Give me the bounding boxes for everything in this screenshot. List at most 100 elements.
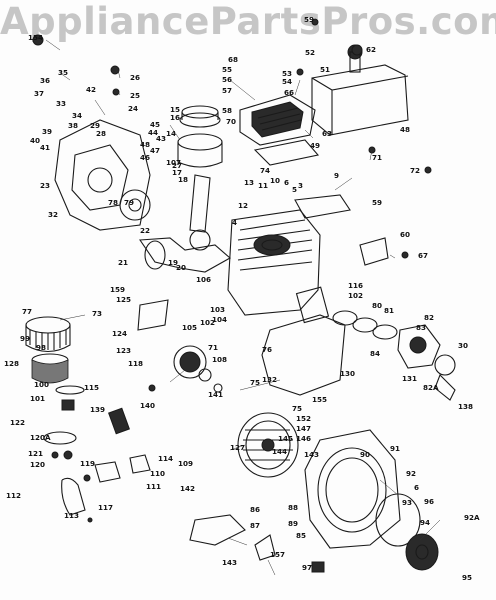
part-callout-label: 14 xyxy=(166,129,176,138)
part-callout-label: 42 xyxy=(86,85,96,94)
recoil-housing-part xyxy=(304,429,401,549)
part-callout-label: 144 xyxy=(272,447,287,456)
piston-part xyxy=(177,133,223,151)
part-callout-label: 90 xyxy=(360,450,370,459)
part-callout-label: 89 xyxy=(288,519,298,528)
blower-housing-part xyxy=(261,314,346,396)
part-callout-label: 41 xyxy=(40,143,50,152)
part-callout-label: 27 xyxy=(172,161,182,170)
part-callout-label: 128 xyxy=(4,359,19,368)
part-callout-label: 71 xyxy=(208,343,218,352)
part-callout-label: 116 xyxy=(348,281,363,290)
part-callout-label: 99 xyxy=(20,334,30,343)
part-callout-label: 48 xyxy=(400,125,410,134)
part-callout-label: 120A xyxy=(30,433,51,442)
part-callout-label: 138 xyxy=(458,402,473,411)
connecting-rod-part xyxy=(189,174,211,233)
part-callout-label: 130 xyxy=(340,369,355,378)
fasteners-group xyxy=(32,18,432,523)
part-callout-label: 112 xyxy=(6,491,21,500)
part-callout-label: 29 xyxy=(90,121,100,130)
starter-pulley-part xyxy=(173,345,207,379)
part-callout-label: 76 xyxy=(262,345,272,354)
part-callout-label: 108 xyxy=(212,355,227,364)
part-callout-label: 78 xyxy=(108,198,118,207)
part-callout-label: 119 xyxy=(80,459,95,468)
part-callout-label: 11 xyxy=(258,181,268,190)
part-callout-label: 79 xyxy=(124,198,134,207)
part-callout-label: 147 xyxy=(296,424,311,433)
flywheel-part xyxy=(237,412,299,478)
part-callout-label: 82 xyxy=(424,313,434,322)
part-callout-label: 154 xyxy=(28,33,43,42)
part-callout-label: 66 xyxy=(284,88,294,97)
part-callout-label: 114 xyxy=(158,454,173,463)
part-callout-label: 141 xyxy=(208,390,223,399)
watermark-text: AppliancePartsPros.com xyxy=(0,0,496,43)
leader-lines xyxy=(45,39,441,576)
part-callout-label: 30 xyxy=(458,341,468,350)
part-callout-label: 47 xyxy=(150,146,160,155)
part-callout-label: 5 xyxy=(292,185,297,194)
crankcase-housing-part xyxy=(54,119,151,231)
part-callout-label: 58 xyxy=(222,106,232,115)
part-callout-label: 101 xyxy=(30,394,45,403)
part-callout-label: 87 xyxy=(250,521,260,530)
part-callout-label: 55 xyxy=(222,65,232,74)
carburetor-part xyxy=(397,324,441,369)
part-callout-label: 122 xyxy=(10,418,25,427)
part-callout-label: 35 xyxy=(58,68,68,77)
part-callout-label: 94 xyxy=(420,518,430,527)
part-callout-label: 125 xyxy=(116,295,131,304)
part-callout-label: 85 xyxy=(296,531,306,540)
part-callout-label: 21 xyxy=(118,258,128,267)
part-callout-label: 83 xyxy=(416,323,426,332)
part-callout-label: 102 xyxy=(348,291,363,300)
part-callout-label: 139 xyxy=(90,405,105,414)
part-callout-label: 4 xyxy=(232,218,237,227)
part-callout-label: 103 xyxy=(210,305,225,314)
part-callout-label: 43 xyxy=(156,134,166,143)
part-callout-label: 6 xyxy=(414,483,419,492)
part-callout-label: 15 xyxy=(170,105,180,114)
part-callout-label: 77 xyxy=(22,307,32,316)
part-callout-label: 117 xyxy=(98,503,113,512)
part-callout-label: 82A xyxy=(423,383,439,392)
part-callout-label: 4-1 xyxy=(0,0,13,2)
part-callout-label: 91 xyxy=(390,444,400,453)
part-callout-label: 32 xyxy=(48,210,58,219)
part-callout-label: 24 xyxy=(128,104,138,113)
part-callout-label: 140 xyxy=(140,401,155,410)
part-callout-label: 159 xyxy=(110,285,125,294)
part-callout-label: 75 xyxy=(250,378,260,387)
part-callout-label: 22 xyxy=(140,226,150,235)
part-callout-label: 59 xyxy=(304,15,314,24)
part-callout-label: 36 xyxy=(40,76,50,85)
part-callout-label: 59 xyxy=(372,198,382,207)
part-callout-label: 68 xyxy=(228,55,238,64)
part-callout-label: 20 xyxy=(176,263,186,272)
part-callout-label: 25 xyxy=(130,91,140,100)
part-callout-label: 115 xyxy=(84,383,99,392)
part-callout-label: 51 xyxy=(320,65,330,74)
part-callout-label: 73 xyxy=(92,309,102,318)
part-callout-label: 10 xyxy=(270,176,280,185)
part-callout-label: 152 xyxy=(296,414,311,423)
part-callout-label: 155 xyxy=(312,395,327,404)
part-callout-label: 111 xyxy=(146,482,161,491)
part-callout-label: 57 xyxy=(222,86,232,95)
part-callout-label: 143 xyxy=(222,558,237,567)
muffler-part xyxy=(311,64,409,136)
part-callout-label: 118 xyxy=(128,359,143,368)
part-callout-label: 84 xyxy=(370,349,380,358)
part-callout-label: 146 xyxy=(296,434,311,443)
part-callout-label: 75 xyxy=(292,404,302,413)
part-callout-label: 6 xyxy=(284,178,289,187)
part-callout-label: 3 xyxy=(298,181,303,190)
part-callout-label: 18 xyxy=(178,175,188,184)
callout-labels: 5915435423637333438394041282926252445444… xyxy=(0,0,480,582)
part-callout-label: 16 xyxy=(170,113,180,122)
part-callout-label: 38 xyxy=(68,121,78,130)
part-callout-label: 106 xyxy=(196,275,211,284)
